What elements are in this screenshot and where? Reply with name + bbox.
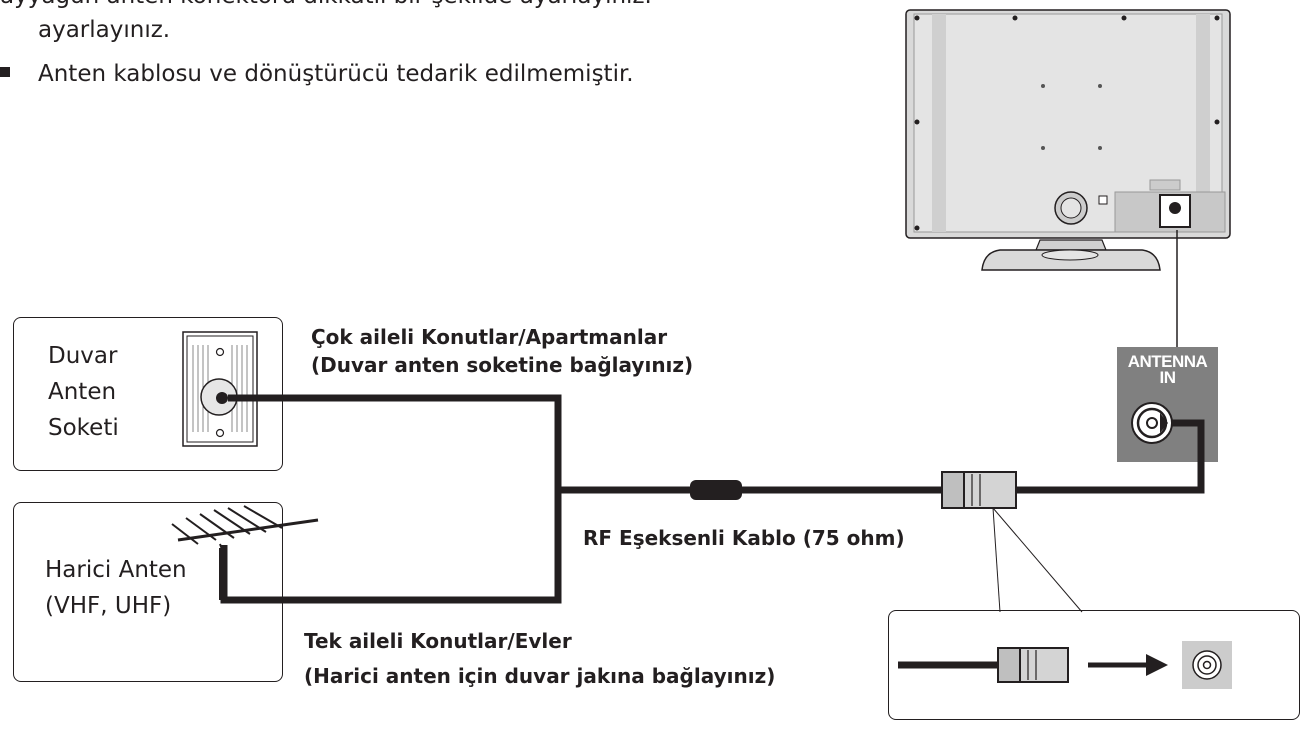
multi-family-note: (Duvar anten soketine bağlayınız) <box>311 353 694 377</box>
zoom-detail <box>898 641 1232 689</box>
cable-label: RF Eşeksenli Kablo (75 ohm) <box>583 526 905 550</box>
wall-socket-icon <box>182 331 258 447</box>
outdoor-antenna-icon <box>171 505 319 600</box>
connector-plug-icon <box>941 471 1017 509</box>
intro-note-text: Anten kablosu ve dönüştürücü tedarik edi… <box>38 61 634 87</box>
antenna-in-port <box>1117 347 1218 462</box>
outdoor-antenna-box <box>13 502 283 682</box>
single-family-title: Tek aileli Konutlar/Evler <box>304 629 572 653</box>
bullet-icon <box>0 66 10 77</box>
intro-line-1: ayyagun anten konektörü dikkatli bir şek… <box>0 0 652 10</box>
zoom-line-left <box>992 507 1001 613</box>
antenna-in-label: ANTENNA IN <box>1127 352 1208 387</box>
outdoor-antenna-label: Harici Anten (VHF, UHF) <box>45 557 187 619</box>
multi-family-title: Çok aileli Konutlar/Apartmanlar <box>311 325 668 349</box>
wall-socket-label: Duvar Anten Soketi <box>48 343 119 441</box>
intro-note: Anten kablosu ve dönüştürücü tedarik edi… <box>0 60 634 88</box>
single-family-note: (Harici anten için duvar jakına bağlayın… <box>304 664 776 688</box>
zoom-line-right <box>992 507 1083 613</box>
coax-cable <box>220 394 1205 604</box>
tv-back-icon <box>905 9 1231 271</box>
ferrite-core <box>690 480 742 500</box>
intro-line-2: ayarlayınız. <box>38 17 171 43</box>
